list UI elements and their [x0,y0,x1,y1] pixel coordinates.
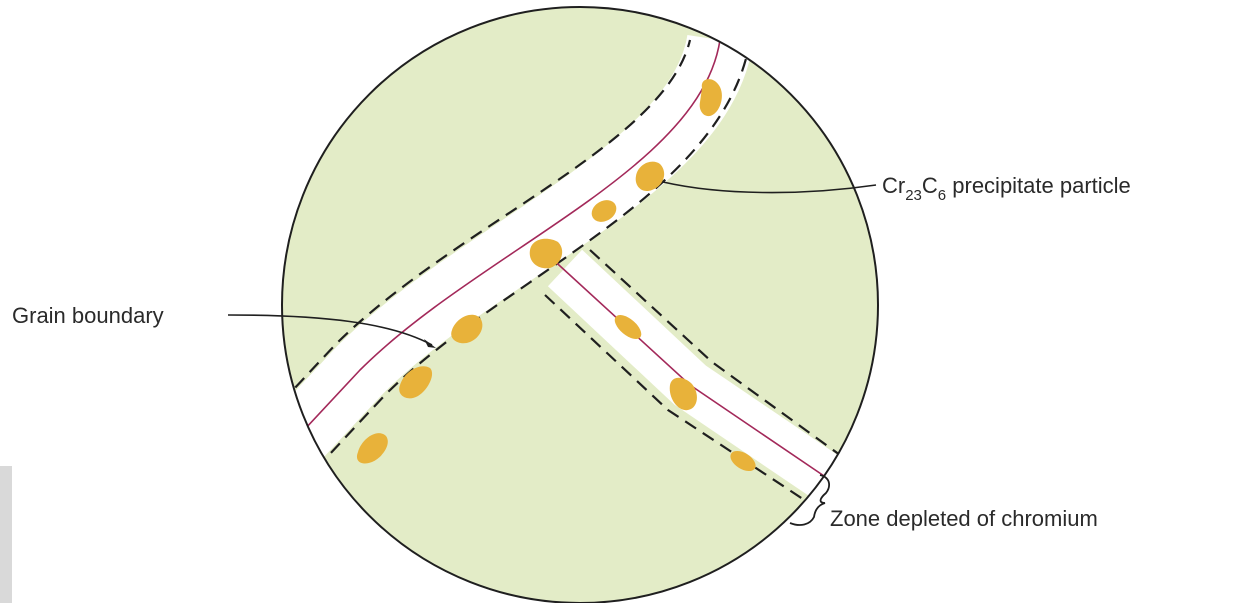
label-depleted-zone: Zone depleted of chromium [830,506,1098,531]
label-precipitate: Cr23C6 precipitate particle [882,173,1131,204]
label-grain-boundary: Grain boundary [12,303,164,328]
gray-patch [0,466,12,603]
